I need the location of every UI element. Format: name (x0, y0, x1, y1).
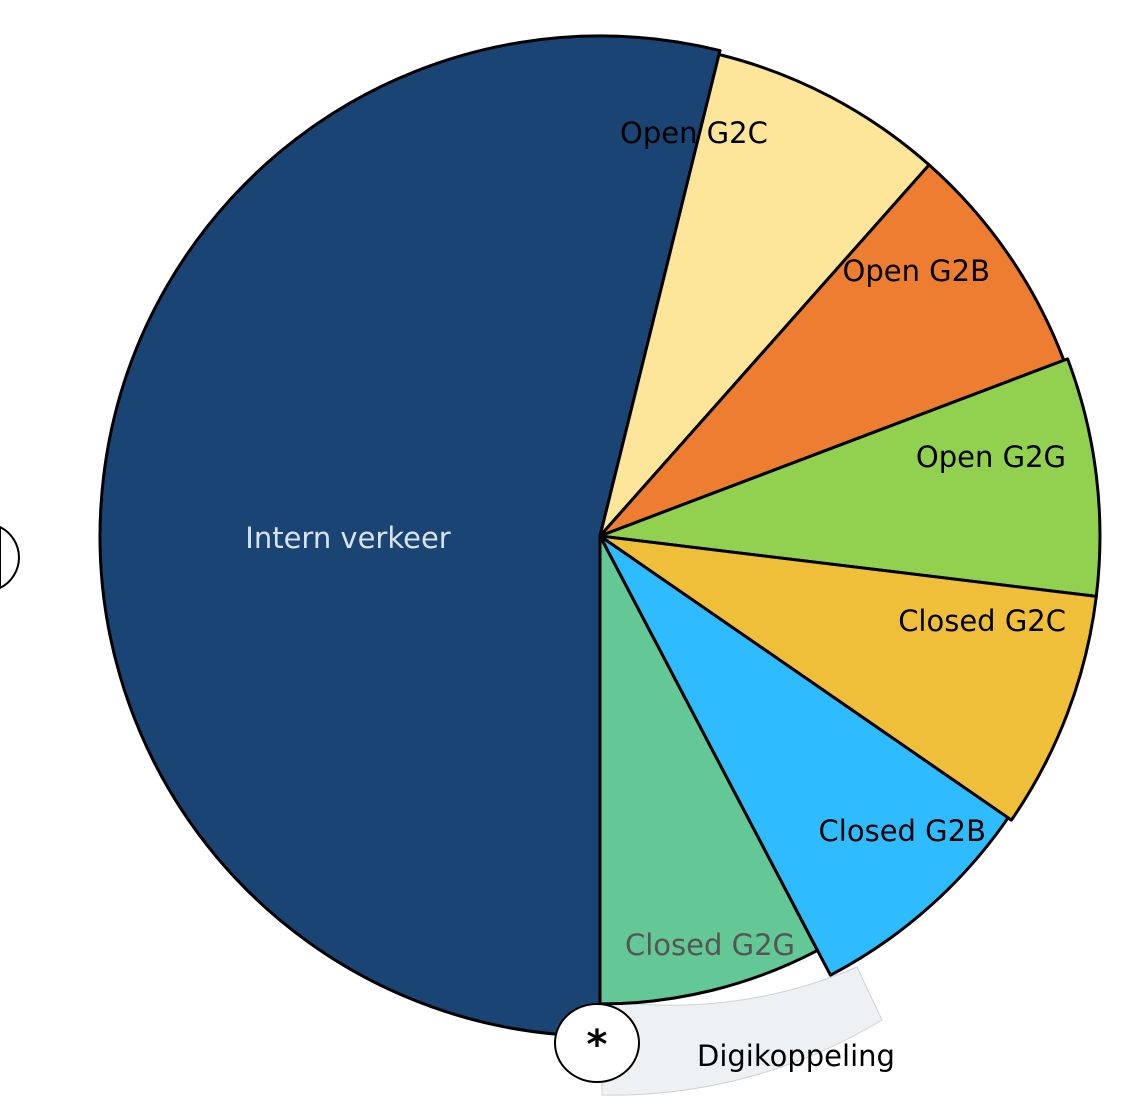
label-open-g2g: Open G2G (916, 440, 1066, 474)
slice-open-g2c (598, 53, 931, 538)
offscreen-circle (0, 525, 20, 590)
label-open-g2c: Open G2C (620, 116, 768, 150)
digikoppeling-band (601, 966, 883, 1096)
slice-intern-verkeer (98, 34, 722, 1038)
label-closed-g2g: Closed G2G (625, 928, 795, 962)
slice-open-g2g (598, 357, 1102, 598)
slice-closed-g2b (598, 534, 1010, 977)
slice-closed-g2g (598, 534, 819, 1006)
pie-slices (98, 34, 1102, 1038)
digikoppeling-label: Digikoppeling (697, 1039, 895, 1073)
label-closed-g2c: Closed G2C (898, 604, 1066, 638)
pie-labels: Intern verkeer Open G2C Open G2B Open G2G Cl… (245, 116, 1066, 962)
label-open-g2b: Open G2B (843, 254, 991, 288)
slice-closed-g2c (598, 534, 1098, 822)
label-intern-verkeer: Intern verkeer (245, 521, 451, 555)
asterisk-marker (554, 1003, 640, 1083)
asterisk-symbol: * (587, 1022, 608, 1068)
slice-open-g2b (598, 163, 1066, 538)
label-closed-g2b: Closed G2B (819, 814, 986, 848)
